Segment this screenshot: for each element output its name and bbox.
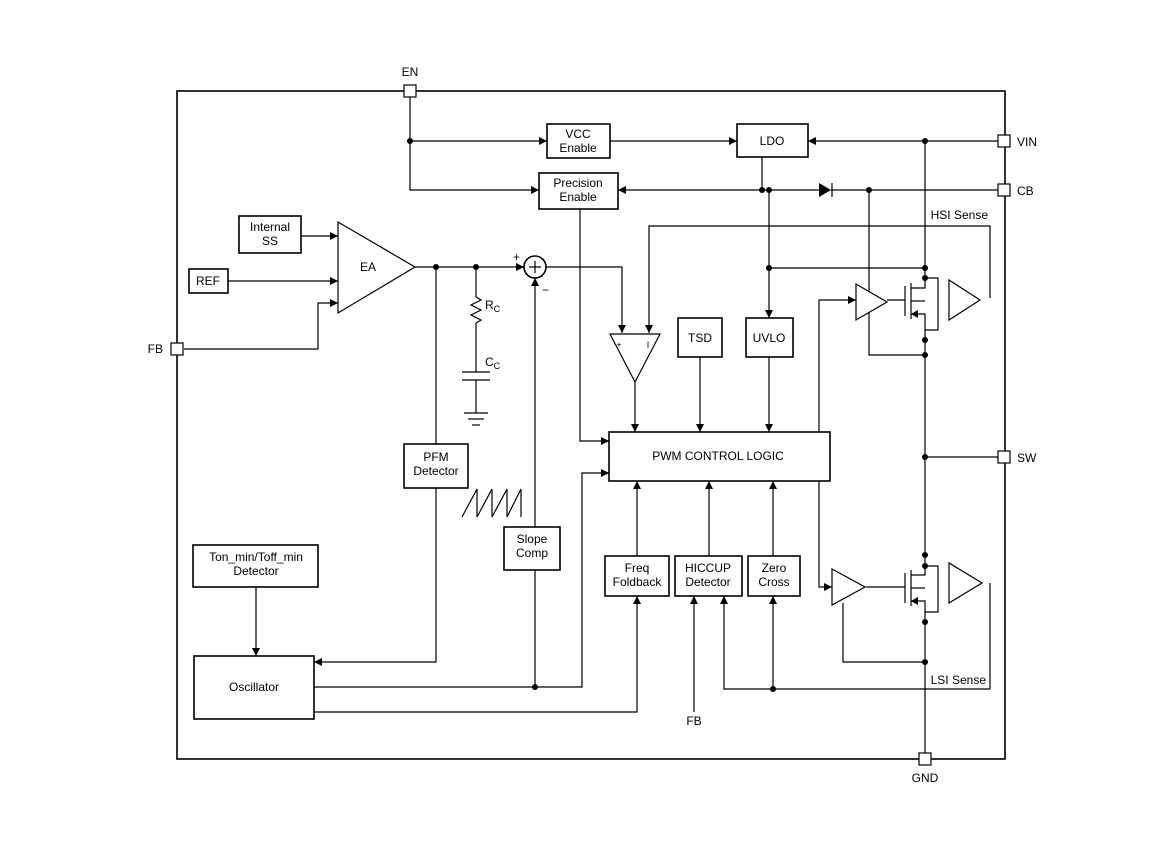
pin-gnd bbox=[918, 752, 932, 766]
ea-label: EA bbox=[360, 260, 376, 274]
hiccup-detector-line2: Detector bbox=[685, 575, 730, 589]
hiccup-detector-block bbox=[674, 555, 743, 597]
pwm-control-logic-block bbox=[608, 431, 831, 482]
pin-en-label: EN bbox=[402, 65, 419, 79]
high-side-fet bbox=[904, 268, 939, 340]
ref-block bbox=[188, 268, 229, 294]
ic-outline bbox=[176, 90, 1006, 760]
tsd-label: TSD bbox=[688, 331, 712, 345]
pin-fb bbox=[170, 342, 184, 356]
rc-label: RC bbox=[485, 298, 501, 314]
precision-enable-line1: Precision bbox=[553, 176, 602, 190]
pin-sw-label: SW bbox=[1017, 451, 1037, 465]
slope-comp-line1: Slope bbox=[517, 532, 548, 546]
uvlo-block bbox=[745, 317, 794, 358]
ldo-block bbox=[736, 123, 809, 158]
pin-cb bbox=[997, 183, 1011, 197]
pfm-detector-line1: PFM bbox=[423, 450, 448, 464]
vcc-enable-line2: Enable bbox=[559, 141, 597, 155]
pin-gnd-label: GND bbox=[912, 771, 939, 785]
internal-ss-line1: Internal bbox=[250, 220, 290, 234]
low-side-fet bbox=[904, 555, 939, 622]
precision-enable-block bbox=[538, 172, 619, 210]
fb-input-label: FB bbox=[686, 714, 701, 728]
vcc-enable-line1: VCC bbox=[565, 127, 591, 141]
pin-vin bbox=[997, 134, 1011, 148]
cmp-i-label: I bbox=[647, 340, 650, 350]
pin-cb-label: CB bbox=[1017, 184, 1034, 198]
ref-label: REF bbox=[196, 274, 220, 288]
cc-label: CC bbox=[485, 355, 501, 371]
ton-toff-detector-line2: Detector bbox=[233, 564, 278, 578]
ton-toff-detector-block bbox=[192, 544, 319, 588]
junction-dots bbox=[407, 138, 928, 692]
freq-foldback-line2: Foldback bbox=[613, 575, 663, 589]
wires bbox=[184, 97, 998, 753]
ls-gate-driver bbox=[831, 567, 867, 607]
slope-comp-line2: Comp bbox=[516, 546, 548, 560]
arrowheads bbox=[252, 137, 856, 666]
precision-enable-line2: Enable bbox=[559, 190, 597, 204]
zero-cross-block bbox=[747, 555, 801, 597]
internal-ss-line2: SS bbox=[262, 234, 278, 248]
hiccup-detector-line1: HICCUP bbox=[685, 561, 731, 575]
pin-fb-label: FB bbox=[148, 342, 163, 356]
pwm-comparator bbox=[609, 333, 661, 384]
sum-minus-label: − bbox=[542, 283, 549, 297]
tsd-block bbox=[677, 317, 723, 358]
oscillator-block bbox=[193, 655, 315, 720]
slope-comp-block bbox=[503, 526, 561, 571]
pin-sw bbox=[997, 450, 1011, 464]
uvlo-label: UVLO bbox=[753, 331, 786, 345]
oscillator-label: Oscillator bbox=[229, 680, 279, 694]
pwm-control-logic-label: PWM CONTROL LOGIC bbox=[652, 449, 784, 463]
pin-en bbox=[403, 84, 417, 98]
vcc-enable-block bbox=[546, 123, 611, 159]
error-amplifier bbox=[337, 220, 417, 315]
hsi-sense-amp bbox=[948, 278, 982, 322]
ldo-label: LDO bbox=[760, 134, 785, 148]
internal-ss-block bbox=[238, 215, 302, 254]
lsi-sense-amp bbox=[948, 561, 984, 605]
hsi-sense-label: HSI Sense bbox=[931, 208, 989, 222]
bootstrap-diode bbox=[819, 183, 833, 197]
freq-foldback-block bbox=[604, 555, 670, 597]
pin-vin-label: VIN bbox=[1017, 135, 1037, 149]
zero-cross-line2: Cross bbox=[758, 575, 789, 589]
hs-gate-driver bbox=[855, 282, 889, 322]
cmp-plus-label: + bbox=[616, 340, 621, 350]
pfm-detector-block bbox=[403, 443, 469, 489]
sum-plus-label: + bbox=[513, 250, 520, 264]
zero-cross-line1: Zero bbox=[762, 561, 787, 575]
pfm-detector-line2: Detector bbox=[413, 464, 458, 478]
freq-foldback-line1: Freq bbox=[625, 561, 650, 575]
lsi-sense-label: LSI Sense bbox=[931, 673, 987, 687]
sawtooth-symbol bbox=[461, 488, 522, 518]
ton-toff-detector-line1: Ton_min/Toff_min bbox=[209, 550, 303, 564]
